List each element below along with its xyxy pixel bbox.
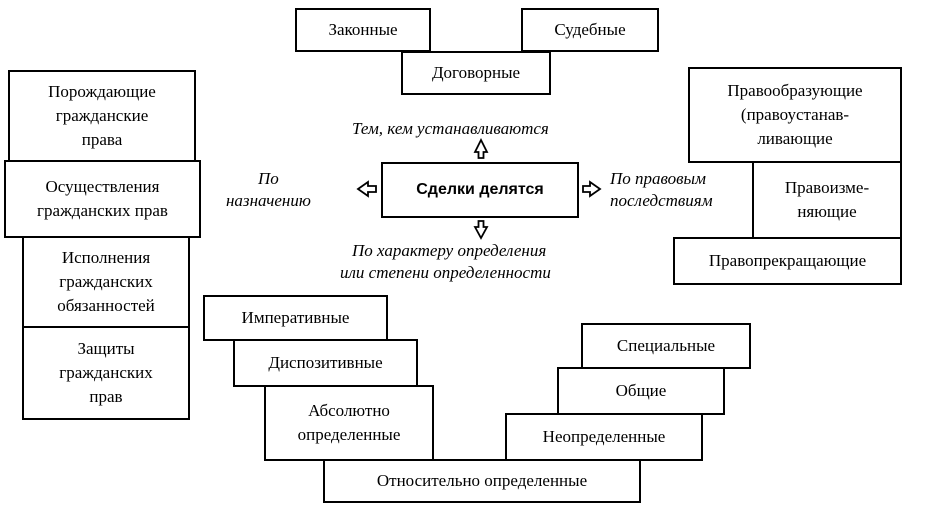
arrow-right bbox=[582, 180, 602, 198]
box-dispositive-label: Диспозитивные bbox=[268, 353, 383, 372]
box-relative-label: Относительно определенные bbox=[376, 471, 588, 490]
box-exercising: Осуществления гражданских прав bbox=[4, 160, 201, 238]
box-exercising-line2: гражданских прав bbox=[37, 201, 168, 220]
box-exercising-line1: Осуществления bbox=[45, 177, 160, 196]
box-protecting-line1: Защиты bbox=[77, 339, 135, 358]
center-box: Сделки делятся bbox=[381, 162, 579, 218]
box-changing-line2: няющие bbox=[797, 202, 857, 221]
box-dispositive: Диспозитивные bbox=[233, 339, 418, 387]
box-general-label: Общие bbox=[615, 381, 667, 400]
box-protecting: Защиты гражданских прав bbox=[22, 326, 190, 420]
box-general: Общие bbox=[557, 367, 725, 415]
box-fulfilling: Исполнения гражданских обязанностей bbox=[22, 236, 190, 328]
box-judicial: Судебные bbox=[521, 8, 659, 52]
box-terminating: Правопрекращающие bbox=[673, 237, 902, 285]
arrow-down bbox=[473, 220, 489, 240]
box-special-label: Специальные bbox=[616, 336, 716, 355]
criterion-bottom-1: По характеру определения bbox=[352, 241, 547, 260]
criterion-left-2: назначению bbox=[226, 191, 311, 210]
box-generating-line1: Порождающие bbox=[48, 82, 156, 101]
box-changing: Правоизме- няющие bbox=[752, 161, 902, 239]
criterion-top: Тем, кем устанавливаются bbox=[352, 119, 549, 138]
box-imperative-label: Императивные bbox=[241, 308, 350, 327]
criterion-left-1: По bbox=[258, 169, 279, 188]
box-indefinite: Неопределенные bbox=[505, 413, 703, 461]
box-lawful-label: Законные bbox=[328, 20, 398, 39]
box-contractual: Договорные bbox=[401, 51, 551, 95]
criterion-right-1: По правовым bbox=[610, 169, 706, 188]
box-fulfilling-line2: гражданских bbox=[59, 272, 153, 291]
arrow-left bbox=[356, 180, 377, 198]
box-protecting-line3: прав bbox=[89, 387, 123, 406]
box-forming: Правообразующие (правоустанав- ливающие bbox=[688, 67, 902, 163]
box-indefinite-label: Неопределенные bbox=[542, 427, 666, 446]
box-lawful: Законные bbox=[295, 8, 431, 52]
box-absolute-line1: Абсолютно bbox=[308, 401, 390, 420]
box-changing-line1: Правоизме- bbox=[784, 178, 870, 197]
box-terminating-label: Правопрекращающие bbox=[708, 251, 867, 270]
box-imperative: Императивные bbox=[203, 295, 388, 341]
box-relative: Относительно определенные bbox=[323, 459, 641, 503]
box-generating: Порождающие гражданские права bbox=[8, 70, 196, 162]
criterion-bottom-2: или степени определенности bbox=[340, 263, 551, 282]
box-forming-line3: ливающие bbox=[757, 129, 833, 148]
box-fulfilling-line3: обязанностей bbox=[57, 296, 155, 315]
box-generating-line3: права bbox=[81, 130, 123, 149]
box-protecting-line2: гражданских bbox=[59, 363, 153, 382]
box-judicial-label: Судебные bbox=[554, 20, 626, 39]
box-contractual-label: Договорные bbox=[431, 63, 521, 82]
box-forming-line2: (правоустанав- bbox=[740, 105, 850, 124]
criterion-right-2: последствиям bbox=[610, 191, 713, 210]
box-absolute: Абсолютно определенные bbox=[264, 385, 434, 461]
box-absolute-line2: определенные bbox=[297, 425, 401, 444]
box-fulfilling-line1: Исполнения bbox=[61, 248, 151, 267]
arrow-up bbox=[473, 137, 489, 159]
box-generating-line2: гражданские bbox=[55, 106, 149, 125]
center-label: Сделки делятся bbox=[416, 181, 544, 198]
box-special: Специальные bbox=[581, 323, 751, 369]
box-forming-line1: Правообразующие bbox=[727, 81, 863, 100]
